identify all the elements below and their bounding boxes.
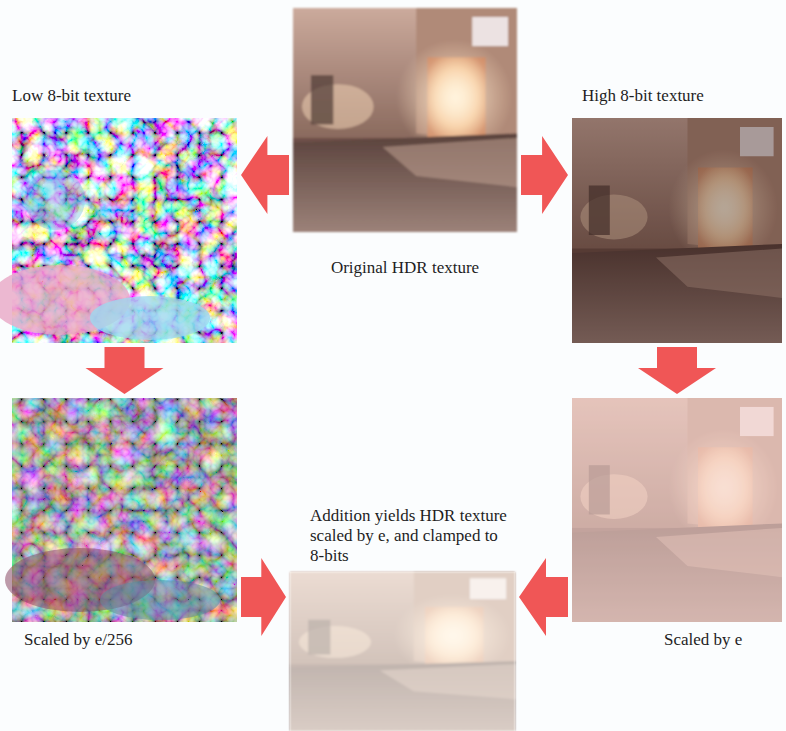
panel-caption: High 8-bit texture xyxy=(582,86,782,106)
texture-panel: Scaled by e xyxy=(572,398,782,622)
texture-panel: Scaled by e/256 xyxy=(12,398,237,622)
panel-caption: Original HDR texture xyxy=(293,258,517,278)
block-arrow xyxy=(521,136,568,214)
block-arrow xyxy=(519,558,568,636)
block-arrow xyxy=(638,347,716,394)
panel-caption: Scaled by e/256 xyxy=(24,630,237,650)
texture-panel: Addition yields HDR texture scaled by e,… xyxy=(290,572,515,731)
block-arrow xyxy=(241,136,289,214)
panel-caption: Scaled by e xyxy=(664,630,782,650)
block-arrow xyxy=(86,347,164,394)
panel-caption: Addition yields HDR texture scaled by e,… xyxy=(310,506,510,566)
texture-panel: Original HDR texture xyxy=(293,8,517,232)
panel-caption: Low 8-bit texture xyxy=(12,86,237,106)
block-arrow xyxy=(241,558,286,636)
texture-panel: High 8-bit texture xyxy=(572,118,782,343)
texture-panel: Low 8-bit texture xyxy=(12,118,237,343)
